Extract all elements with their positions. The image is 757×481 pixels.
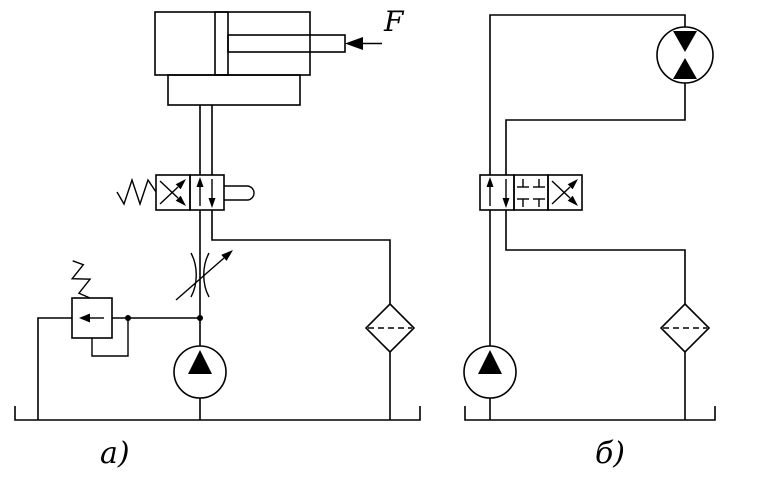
hydraulic-motor-symbol [656,26,714,84]
filter-symbol [364,302,416,420]
piston [214,11,229,76]
cylinder-flange [167,74,301,106]
force-label: F [383,5,405,38]
plunger-icon [224,185,255,201]
circuit-b: б) [463,14,716,471]
hydraulic-cylinder-symbol [154,11,346,106]
directional-valve-b-symbol [479,174,583,211]
force-arrow-icon: F [345,5,405,50]
directional-valve-a-symbol [116,174,255,211]
piston-rod [227,34,346,53]
pipe [211,210,391,304]
spring-icon [116,177,157,207]
junction-dot [197,315,203,321]
filter-symbol [659,302,711,420]
throttle-valve-symbol [175,250,233,301]
pipe [37,317,72,420]
pilot-line [91,318,129,357]
pump-symbol [463,345,517,420]
pipe [505,210,686,304]
caption-b: б) [595,436,625,471]
tank-symbol [14,406,421,421]
pipe [489,14,686,175]
spring-icon [70,260,92,299]
caption-a: а) [100,436,130,471]
pipe [505,83,686,175]
pump-symbol [173,345,227,420]
circuit-a: F [14,5,421,471]
pressure-relief-valve-symbol [37,260,129,420]
tank-symbol [464,406,716,421]
